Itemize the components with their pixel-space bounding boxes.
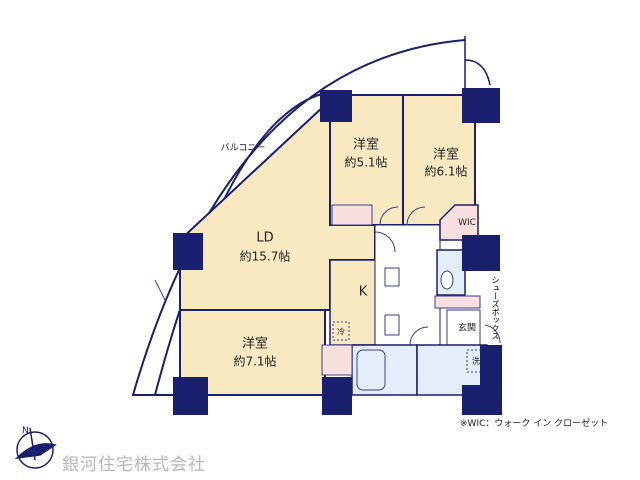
western1-size: 約5.1帖 <box>344 155 388 170</box>
western3-name: 洋室 <box>241 336 269 352</box>
western2-size: 約6.1帖 <box>424 164 468 179</box>
balcony-rail <box>464 36 491 92</box>
room-wic <box>439 204 479 241</box>
stove <box>384 314 400 336</box>
svg-text:N: N <box>22 426 29 436</box>
balcony-outline <box>131 39 466 396</box>
toilet-fixture <box>440 270 454 290</box>
western3-size: 約7.1帖 <box>233 354 277 369</box>
ld-name: LD <box>256 230 274 246</box>
shoe-box-label: シューズボックス <box>491 276 500 340</box>
bathtub <box>356 349 386 391</box>
storage-pink <box>321 344 353 376</box>
washer-label: 洗 <box>472 356 480 366</box>
fridge-label: 冷 <box>337 327 345 337</box>
door-swings <box>154 206 501 346</box>
company-name: 銀河住宅株式会社 <box>62 455 206 475</box>
structural-columns <box>173 88 502 415</box>
wic-label: WIC <box>458 218 476 228</box>
entrance-label: 玄関 <box>457 323 477 334</box>
compass-icon: N <box>14 426 57 469</box>
wic-note: ※WIC：ウォーク イン クローゼット <box>460 419 609 429</box>
room-entrance <box>446 309 481 346</box>
kitchen-label: K <box>358 284 368 300</box>
western1-name: 洋室 <box>352 137 380 153</box>
shoe-box <box>434 295 481 309</box>
western2-name: 洋室 <box>432 147 460 163</box>
closet-western1 <box>331 204 373 226</box>
fridge-space <box>332 321 350 341</box>
ld-size: 約15.7帖 <box>239 249 291 264</box>
sink <box>384 267 400 287</box>
balcony-label: バルコニー <box>220 143 266 154</box>
